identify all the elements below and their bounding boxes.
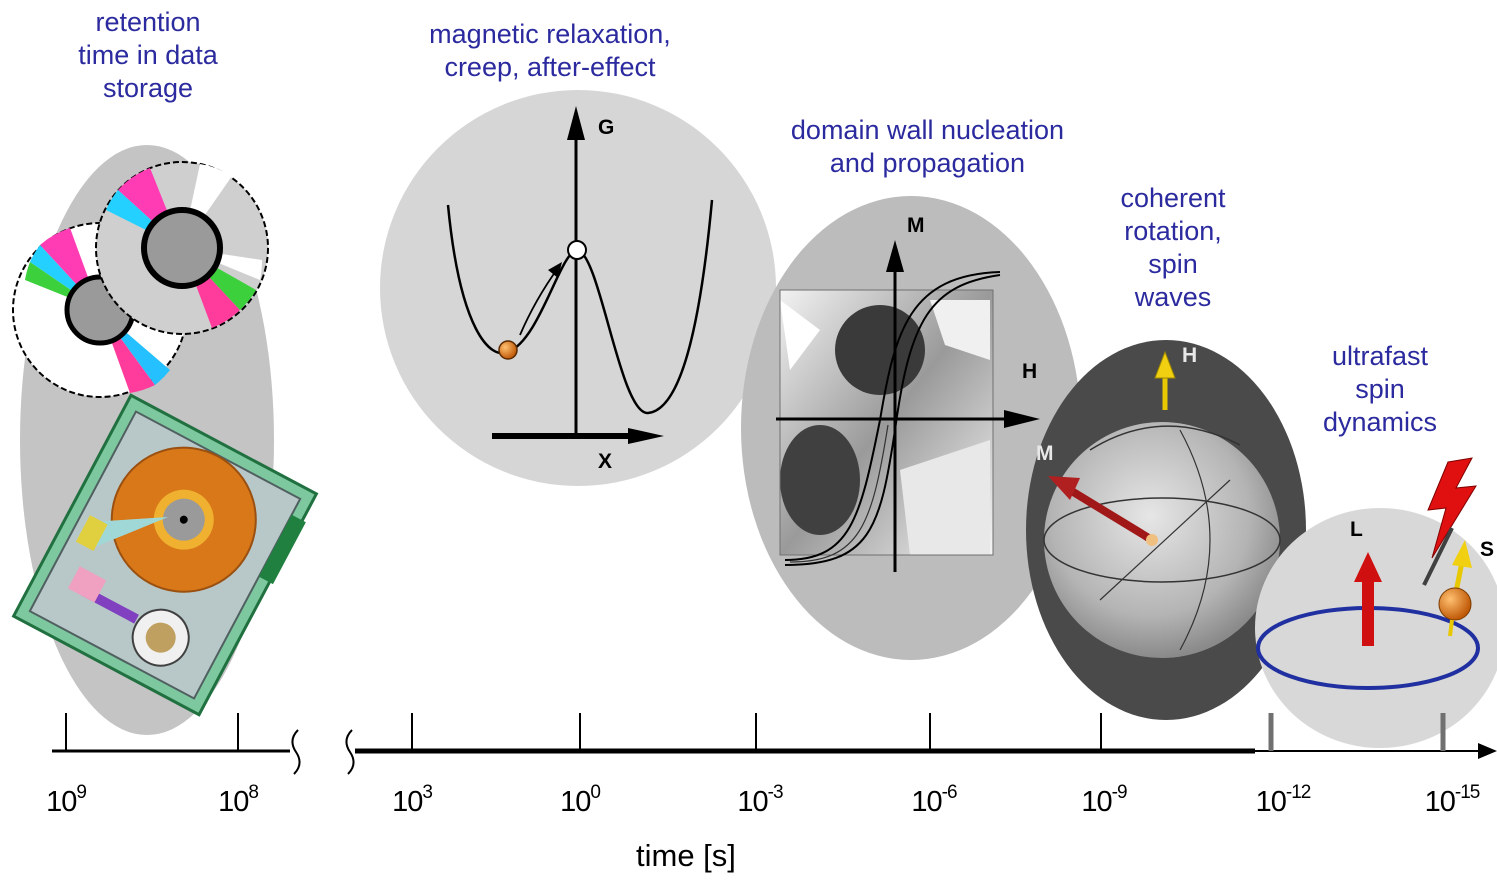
tick-label: 103 [392,782,433,818]
tick-label: 10-3 [737,782,783,818]
coordinate-axis-label: X [598,450,612,473]
storage-bubble [11,145,319,735]
energy-axis-label: G [598,116,614,139]
time-axis [52,713,1497,775]
hard-disk-icon [11,393,319,717]
sphere-bubble [1026,340,1306,720]
hysteresis-bubble [741,196,1081,660]
relaxation-caption: magnetic relaxation, creep, after-effect [429,19,671,82]
tick-label: 100 [560,782,601,818]
tick-label: 10-9 [1081,782,1127,818]
domain-wall-caption: domain wall nucleation and propagation [790,115,1065,178]
field-axis-label: H [1022,360,1037,383]
cd-disc-icon [95,161,269,335]
magnetization-axis-label: M [907,214,925,237]
ultrafast-caption: ultrafast spin dynamics [1322,341,1438,437]
tick-label: 108 [218,782,259,818]
energy-landscape-bubble [380,90,776,486]
coherent-rotation-caption: coherent rotation, spin waves [1120,183,1226,312]
spin-bubble [1255,457,1497,748]
tick-label: 109 [46,782,87,818]
sphere-moment-label: M [1036,442,1054,465]
tick-label: 10-6 [911,782,957,818]
tick-label: 10-12 [1255,782,1312,818]
sphere-field-label: H [1182,344,1197,367]
orbital-moment-label: L [1350,518,1363,541]
time-axis-title: time [s] [636,838,736,873]
tick-label: 10-15 [1424,782,1481,818]
retention-caption: retention time in data storage [78,7,218,103]
spin-moment-label: S [1480,538,1494,561]
